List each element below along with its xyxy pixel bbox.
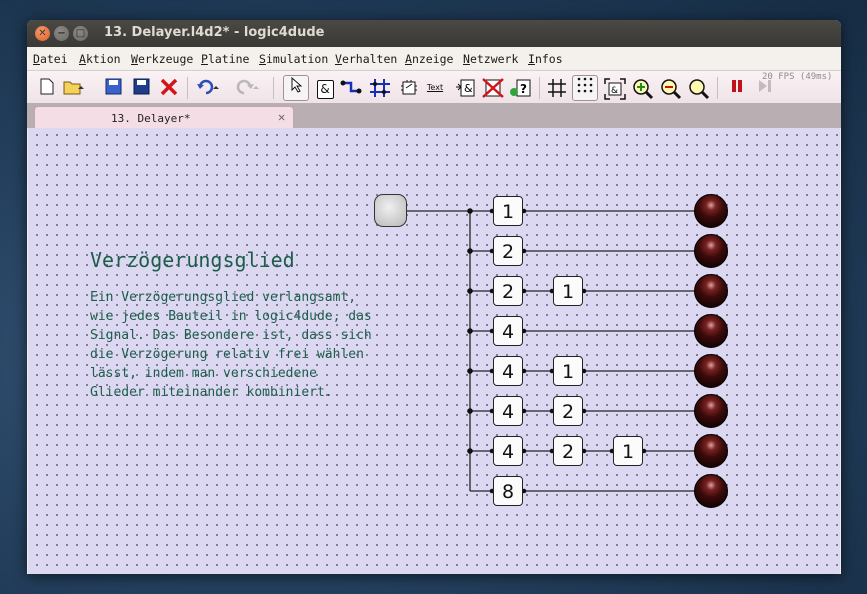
window-maximize-button[interactable]: □ — [73, 26, 88, 41]
junction-dot — [467, 208, 473, 214]
help-gate-icon[interactable]: ? — [509, 78, 531, 98]
delay-block[interactable]: 2 — [493, 276, 523, 306]
save-as-icon[interactable] — [131, 78, 151, 98]
fit-view-icon[interactable]: & — [604, 78, 626, 100]
fps-readout: 20 FPS (49ms) — [762, 72, 833, 82]
menu-bar: Datei Aktion Werkzeuge Platine Simulatio… — [27, 47, 841, 69]
grid-dots-icon[interactable] — [572, 75, 598, 101]
menu-datei[interactable]: Datei — [33, 52, 68, 66]
component-tool-icon[interactable] — [399, 78, 419, 98]
menu-infos[interactable]: Infos — [528, 52, 563, 66]
gate-tool-icon[interactable]: & — [315, 78, 335, 99]
window-close-button[interactable]: ✕ — [35, 26, 50, 41]
junction-dot — [467, 408, 473, 414]
output-lamp — [694, 314, 728, 348]
tab-delayer[interactable]: 13. Delayer* ✕ — [34, 106, 294, 129]
tab-bar: 13. Delayer* ✕ — [27, 103, 841, 129]
output-lamp — [694, 394, 728, 428]
toolbar: 20 FPS (49ms) & Text & ? & — [27, 70, 841, 104]
output-lamp — [694, 234, 728, 268]
canvas-heading: Verzögerungsglied — [90, 248, 295, 272]
delay-block[interactable]: 1 — [553, 276, 583, 306]
grid-lines-icon[interactable] — [547, 78, 567, 98]
pause-icon[interactable] — [727, 78, 747, 98]
delay-block[interactable]: 4 — [493, 396, 523, 426]
menu-aktion[interactable]: Aktion — [79, 52, 121, 66]
tab-close-icon[interactable]: ✕ — [278, 110, 286, 124]
junction-dot — [467, 368, 473, 374]
bus-tool-icon[interactable] — [369, 78, 390, 98]
save-icon[interactable] — [103, 78, 123, 98]
svg-text:&: & — [464, 82, 473, 95]
delay-block[interactable]: 4 — [493, 316, 523, 346]
text-tool-icon[interactable]: Text — [426, 83, 444, 92]
menu-werkzeuge[interactable]: Werkzeuge — [131, 52, 194, 66]
select-pointer-icon[interactable] — [283, 75, 309, 101]
delay-block[interactable]: 2 — [553, 436, 583, 466]
redo-icon[interactable] — [236, 78, 259, 98]
window-title: 13. Delayer.l4d2* - logic4dude — [104, 25, 325, 40]
svg-text:&: & — [611, 86, 618, 96]
menu-anzeige[interactable]: Anzeige — [405, 52, 454, 66]
junction-dot — [467, 448, 473, 454]
delay-block[interactable]: 4 — [493, 436, 523, 466]
delete-gate-icon[interactable] — [482, 78, 504, 98]
output-lamp — [694, 274, 728, 308]
input-switch[interactable] — [374, 194, 407, 227]
output-lamp — [694, 474, 728, 508]
svg-text:?: ? — [520, 82, 527, 96]
tab-label: 13. Delayer* — [111, 112, 191, 125]
output-lamp — [694, 354, 728, 388]
output-lamp — [694, 434, 728, 468]
junction-dot — [467, 248, 473, 254]
new-file-icon[interactable] — [37, 78, 57, 98]
step-icon[interactable] — [755, 78, 775, 98]
delay-block[interactable]: 1 — [553, 356, 583, 386]
menu-simulation[interactable]: Simulation — [259, 52, 329, 66]
menu-netzwerk[interactable]: Netzwerk — [463, 52, 519, 66]
delay-block[interactable]: 4 — [493, 356, 523, 386]
gate-edit-icon[interactable]: & — [454, 78, 475, 98]
delay-block[interactable]: 1 — [613, 436, 643, 466]
zoom-in-icon[interactable] — [632, 78, 654, 100]
menu-verhalten[interactable]: Verhalten — [335, 52, 398, 66]
wire-tool-icon[interactable] — [340, 78, 362, 98]
menu-platine[interactable]: Platine — [201, 52, 250, 66]
canvas-description: Ein Verzögerungsglied verlangsamt, wie j… — [90, 290, 372, 400]
circuit-canvas[interactable]: Verzögerungsglied Ein Verzögerungsglied … — [28, 128, 840, 574]
delay-block[interactable]: 8 — [493, 476, 523, 506]
delay-block[interactable]: 1 — [493, 196, 523, 226]
zoom-out-icon[interactable] — [660, 78, 682, 100]
delay-block[interactable]: 2 — [553, 396, 583, 426]
junction-dot — [467, 328, 473, 334]
app-window: ✕ − □ 13. Delayer.l4d2* - logic4dude Dat… — [27, 20, 841, 574]
title-bar[interactable]: ✕ − □ 13. Delayer.l4d2* - logic4dude — [27, 20, 841, 47]
window-minimize-button[interactable]: − — [54, 26, 69, 41]
undo-icon[interactable] — [196, 78, 219, 98]
close-file-icon[interactable] — [159, 78, 179, 98]
open-folder-icon[interactable] — [63, 78, 84, 98]
junction-dot — [467, 288, 473, 294]
output-lamp — [694, 194, 728, 228]
zoom-reset-icon[interactable] — [688, 78, 710, 100]
delay-block[interactable]: 2 — [493, 236, 523, 266]
